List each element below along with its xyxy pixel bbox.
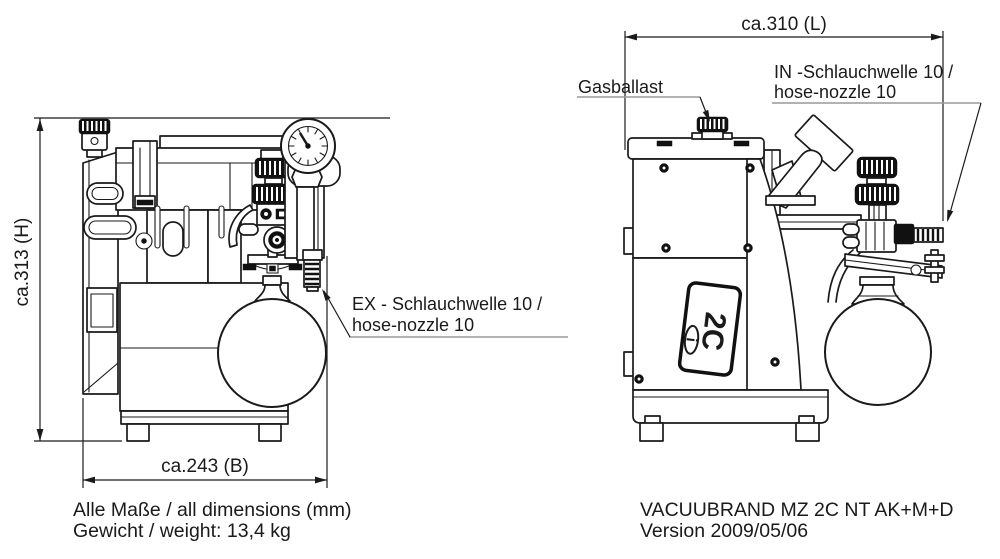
round-flask-front: [217, 275, 327, 408]
inlet-label-line1: IN -Schlauchwelle 10 /: [774, 62, 953, 82]
upper-panel: [632, 158, 761, 259]
round-flask-side: [824, 298, 932, 406]
footer-notes: Alle Maße / all dimensions (mm) Gewicht …: [73, 499, 954, 542]
model-badge: 2C i: [677, 281, 743, 377]
gas-ballast-cap-front: [78, 118, 111, 158]
cooling-tubes: [83, 182, 137, 240]
inlet-label-line2: hose-nozzle 10: [774, 82, 896, 102]
flask-clamp-side: [844, 249, 945, 283]
gas-ballast-cap-side: [691, 116, 733, 140]
pump-front: [78, 118, 341, 442]
info-icon: i: [682, 337, 699, 343]
foot: [639, 422, 664, 442]
model-name: VACUUBRAND MZ 2C NT AK+M+D: [640, 499, 954, 521]
exhaust-label: EX - Schlauchwelle 10 / hose-nozzle 10: [322, 289, 568, 338]
width-dimension-label: ca.243 (B): [161, 456, 249, 477]
exhaust-label-line2: hose-nozzle 10: [352, 315, 474, 335]
housing-screws: [634, 163, 780, 384]
model-badge-text: 2C: [695, 310, 732, 352]
inlet-hose-nozzle: [893, 223, 944, 245]
base-front: [120, 410, 289, 442]
side-view: ca.310 (L) 2C i: [577, 14, 982, 442]
foot: [795, 422, 820, 442]
vacuum-gauge-icon: [280, 118, 336, 174]
gasballast-label: Gasballast: [577, 77, 710, 122]
exhaust-hose-nozzle: [302, 249, 323, 292]
version-note: Version 2009/05/06: [640, 520, 808, 542]
carrying-handle: [765, 114, 854, 209]
inlet-label: IN -Schlauchwelle 10 / hose-nozzle 10: [772, 62, 982, 222]
foot: [258, 423, 282, 442]
oval-port: [162, 221, 184, 257]
height-dimension-label: ca.313 (H): [12, 218, 33, 307]
valve-stack-side: [842, 156, 900, 253]
length-dimension: ca.310 (L): [624, 14, 944, 221]
gasballast-label-text: Gasballast: [578, 77, 663, 97]
length-dimension-label: ca.310 (L): [741, 14, 827, 35]
knurled-knob: [854, 183, 900, 206]
height-dimension: ca.313 (H): [12, 117, 390, 442]
left-housing: [82, 151, 119, 395]
lever-arm: [228, 204, 254, 248]
pump-side: 2C i: [623, 114, 945, 442]
vacuum-gauge-assembly: [280, 118, 341, 261]
exhaust-label-line1: EX - Schlauchwelle 10 /: [352, 294, 542, 314]
flask-neck-side: [851, 276, 905, 305]
weight-note: Gewicht / weight: 13,4 kg: [73, 520, 291, 542]
base-side: [632, 389, 829, 442]
foot: [126, 423, 150, 442]
side-cowl: [746, 158, 802, 391]
dimensions-note: Alle Maße / all dimensions (mm): [73, 499, 351, 521]
front-view: ca.313 (H): [12, 117, 568, 488]
